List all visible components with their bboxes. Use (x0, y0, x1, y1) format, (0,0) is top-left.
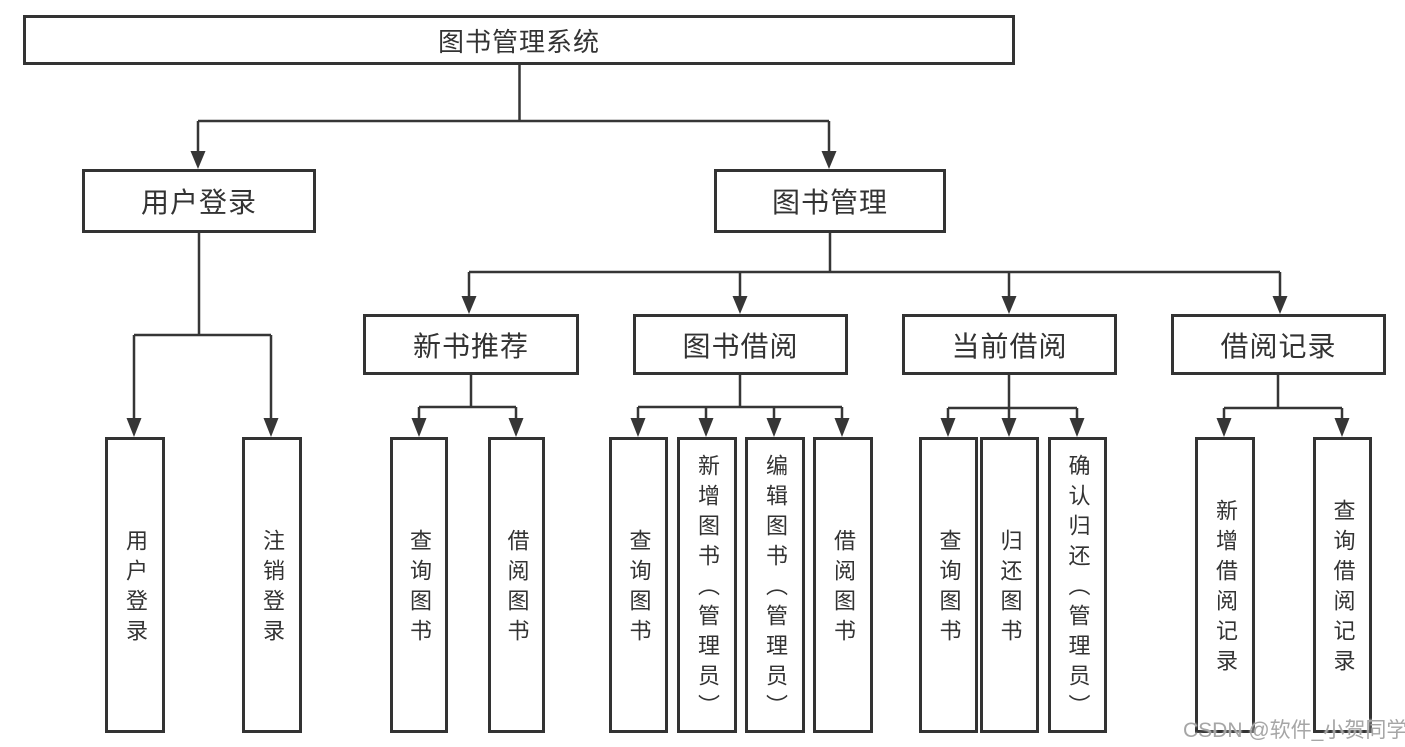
node-book-borrow-label: 图书借阅 (682, 330, 799, 362)
node-user-login: 用户登录 (82, 169, 316, 233)
node-bb-query: 查询图书 (609, 437, 668, 733)
node-current-borrow: 当前借阅 (902, 314, 1117, 375)
node-rec-borrow-label: 借阅图书 (504, 529, 530, 649)
node-rec-query-label: 查询图书 (407, 529, 432, 649)
node-cb-confirm: 确认归还（管理员） (1048, 437, 1107, 733)
node-bb-edit-label: 编辑图书（管理员） (763, 454, 788, 724)
node-root-label: 图书管理系统 (437, 26, 600, 57)
node-logout: 注销登录 (242, 437, 302, 733)
node-current-borrow-label: 当前借阅 (951, 330, 1068, 362)
node-logout-label: 注销登录 (260, 529, 285, 649)
node-br-add-label: 新增借阅记录 (1213, 499, 1238, 679)
node-book-mgmt-label: 图书管理 (771, 187, 888, 218)
node-br-add: 新增借阅记录 (1195, 437, 1255, 733)
node-login: 用户登录 (105, 437, 165, 733)
connector-book-borrow-to-children (630, 375, 850, 437)
node-rec-query: 查询图书 (390, 437, 448, 733)
node-bb-add-label: 新增图书（管理员） (695, 454, 720, 724)
node-borrow-record-label: 借阅记录 (1220, 330, 1337, 362)
node-rec-borrow: 借阅图书 (488, 437, 545, 733)
node-cb-return-label: 归还图书 (997, 529, 1023, 649)
connector-book-mgmt-to-level3 (461, 233, 1288, 314)
node-user-login-label: 用户登录 (140, 187, 257, 218)
watermark: CSDN @软件_小贺同学 (1183, 719, 1405, 742)
node-root: 图书管理系统 (23, 15, 1015, 65)
node-bb-borrow-label: 借阅图书 (831, 529, 856, 649)
node-cb-confirm-label: 确认归还（管理员） (1065, 454, 1091, 724)
node-book-borrow: 图书借阅 (633, 314, 848, 375)
node-cb-query-label: 查询图书 (936, 529, 962, 649)
node-book-mgmt: 图书管理 (714, 169, 946, 233)
connector-current-borrow-to-children (940, 375, 1085, 437)
node-borrow-record: 借阅记录 (1171, 314, 1386, 375)
node-cb-query: 查询图书 (919, 437, 978, 733)
node-cb-return: 归还图书 (980, 437, 1039, 733)
node-br-query-label: 查询借阅记录 (1330, 499, 1356, 679)
connector-root-to-level2 (190, 65, 837, 169)
node-bb-edit: 编辑图书（管理员） (745, 437, 805, 733)
node-new-book-rec-label: 新书推荐 (412, 330, 529, 362)
node-bb-query-label: 查询图书 (626, 529, 652, 649)
node-bb-borrow: 借阅图书 (813, 437, 873, 733)
node-login-label: 用户登录 (123, 529, 148, 649)
connector-new-book-rec-to-children (411, 375, 524, 437)
connector-borrow-record-to-children (1216, 375, 1350, 437)
node-bb-add: 新增图书（管理员） (677, 437, 737, 733)
node-new-book-rec: 新书推荐 (363, 314, 579, 375)
node-br-query: 查询借阅记录 (1313, 437, 1372, 733)
connector-user-login-to-children (126, 233, 279, 437)
